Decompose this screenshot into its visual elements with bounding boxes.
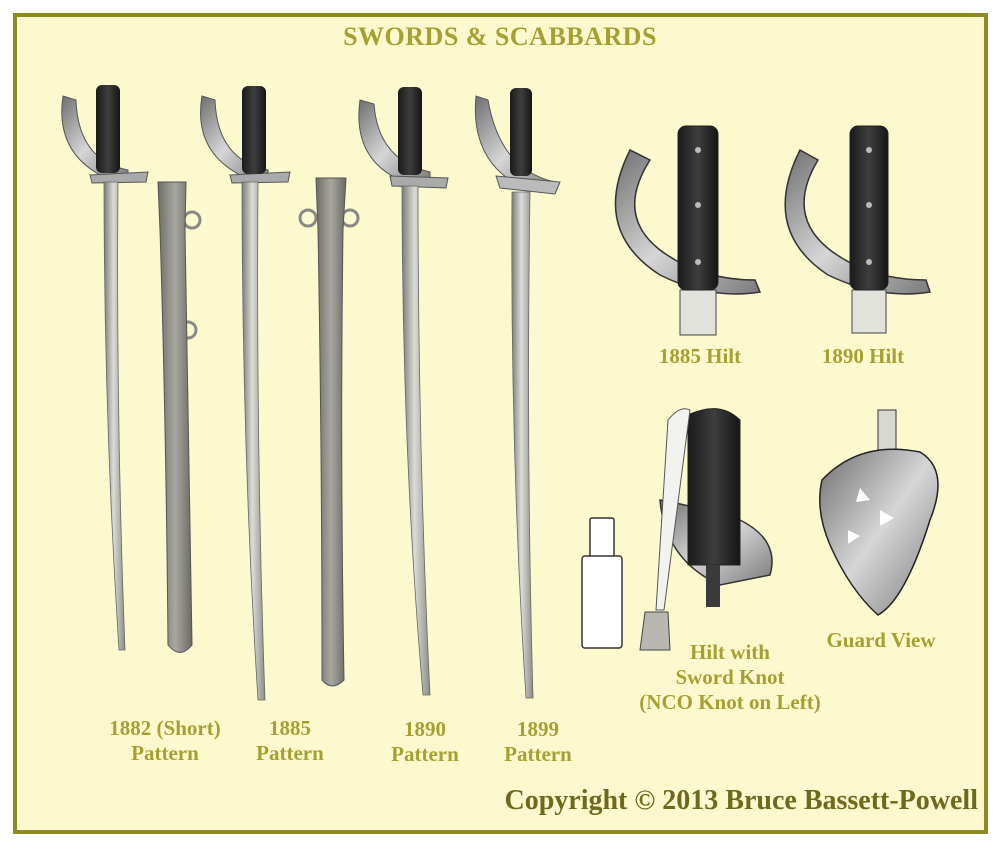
scabbard-1882: [157, 181, 202, 653]
label-1882-line1: 1882 (Short): [109, 716, 221, 740]
page-title: SWORDS & SCABBARDS: [343, 22, 657, 51]
label-1890-line1: 1890: [404, 717, 446, 741]
guard-view: [819, 409, 939, 616]
label-1899-line1: 1899: [517, 717, 559, 741]
label-1885-hilt: 1885 Hilt: [658, 344, 742, 368]
label-1890-line2: Pattern: [391, 742, 459, 766]
label-1885-line1: 1885: [269, 716, 311, 740]
hilt-with-sword-knot: [581, 408, 773, 651]
label-1885-line2: Pattern: [256, 741, 324, 765]
label-1890-hilt: 1890 Hilt: [821, 344, 905, 368]
label-hilt-knot-line2: Sword Knot: [675, 665, 785, 689]
sword-1885: [200, 86, 291, 701]
label-hilt-knot-line3: (NCO Knot on Left): [639, 690, 821, 714]
label-1890: 1890 Pattern: [370, 717, 480, 767]
label-1882: 1882 (Short) Pattern: [80, 716, 250, 766]
copyright-notice: Copyright © 2013 Bruce Bassett-Powell: [504, 785, 978, 816]
label-hilt-knot-line1: Hilt with: [690, 640, 770, 664]
scabbard-1885: [298, 177, 360, 687]
label-1899-line2: Pattern: [504, 742, 572, 766]
hilt-1885-detail: [614, 125, 762, 336]
sword-1882: [61, 85, 149, 651]
sword-1890: [358, 87, 449, 696]
sword-1899: [474, 88, 561, 699]
label-1899: 1899 Pattern: [483, 717, 593, 767]
label-guard-view: Guard View: [826, 628, 936, 652]
label-1882-line2: Pattern: [131, 741, 199, 765]
label-1885: 1885 Pattern: [235, 716, 345, 766]
hilt-1890-detail: [784, 125, 931, 334]
label-hilt-knot: Hilt with Sword Knot (NCO Knot on Left): [610, 640, 850, 715]
